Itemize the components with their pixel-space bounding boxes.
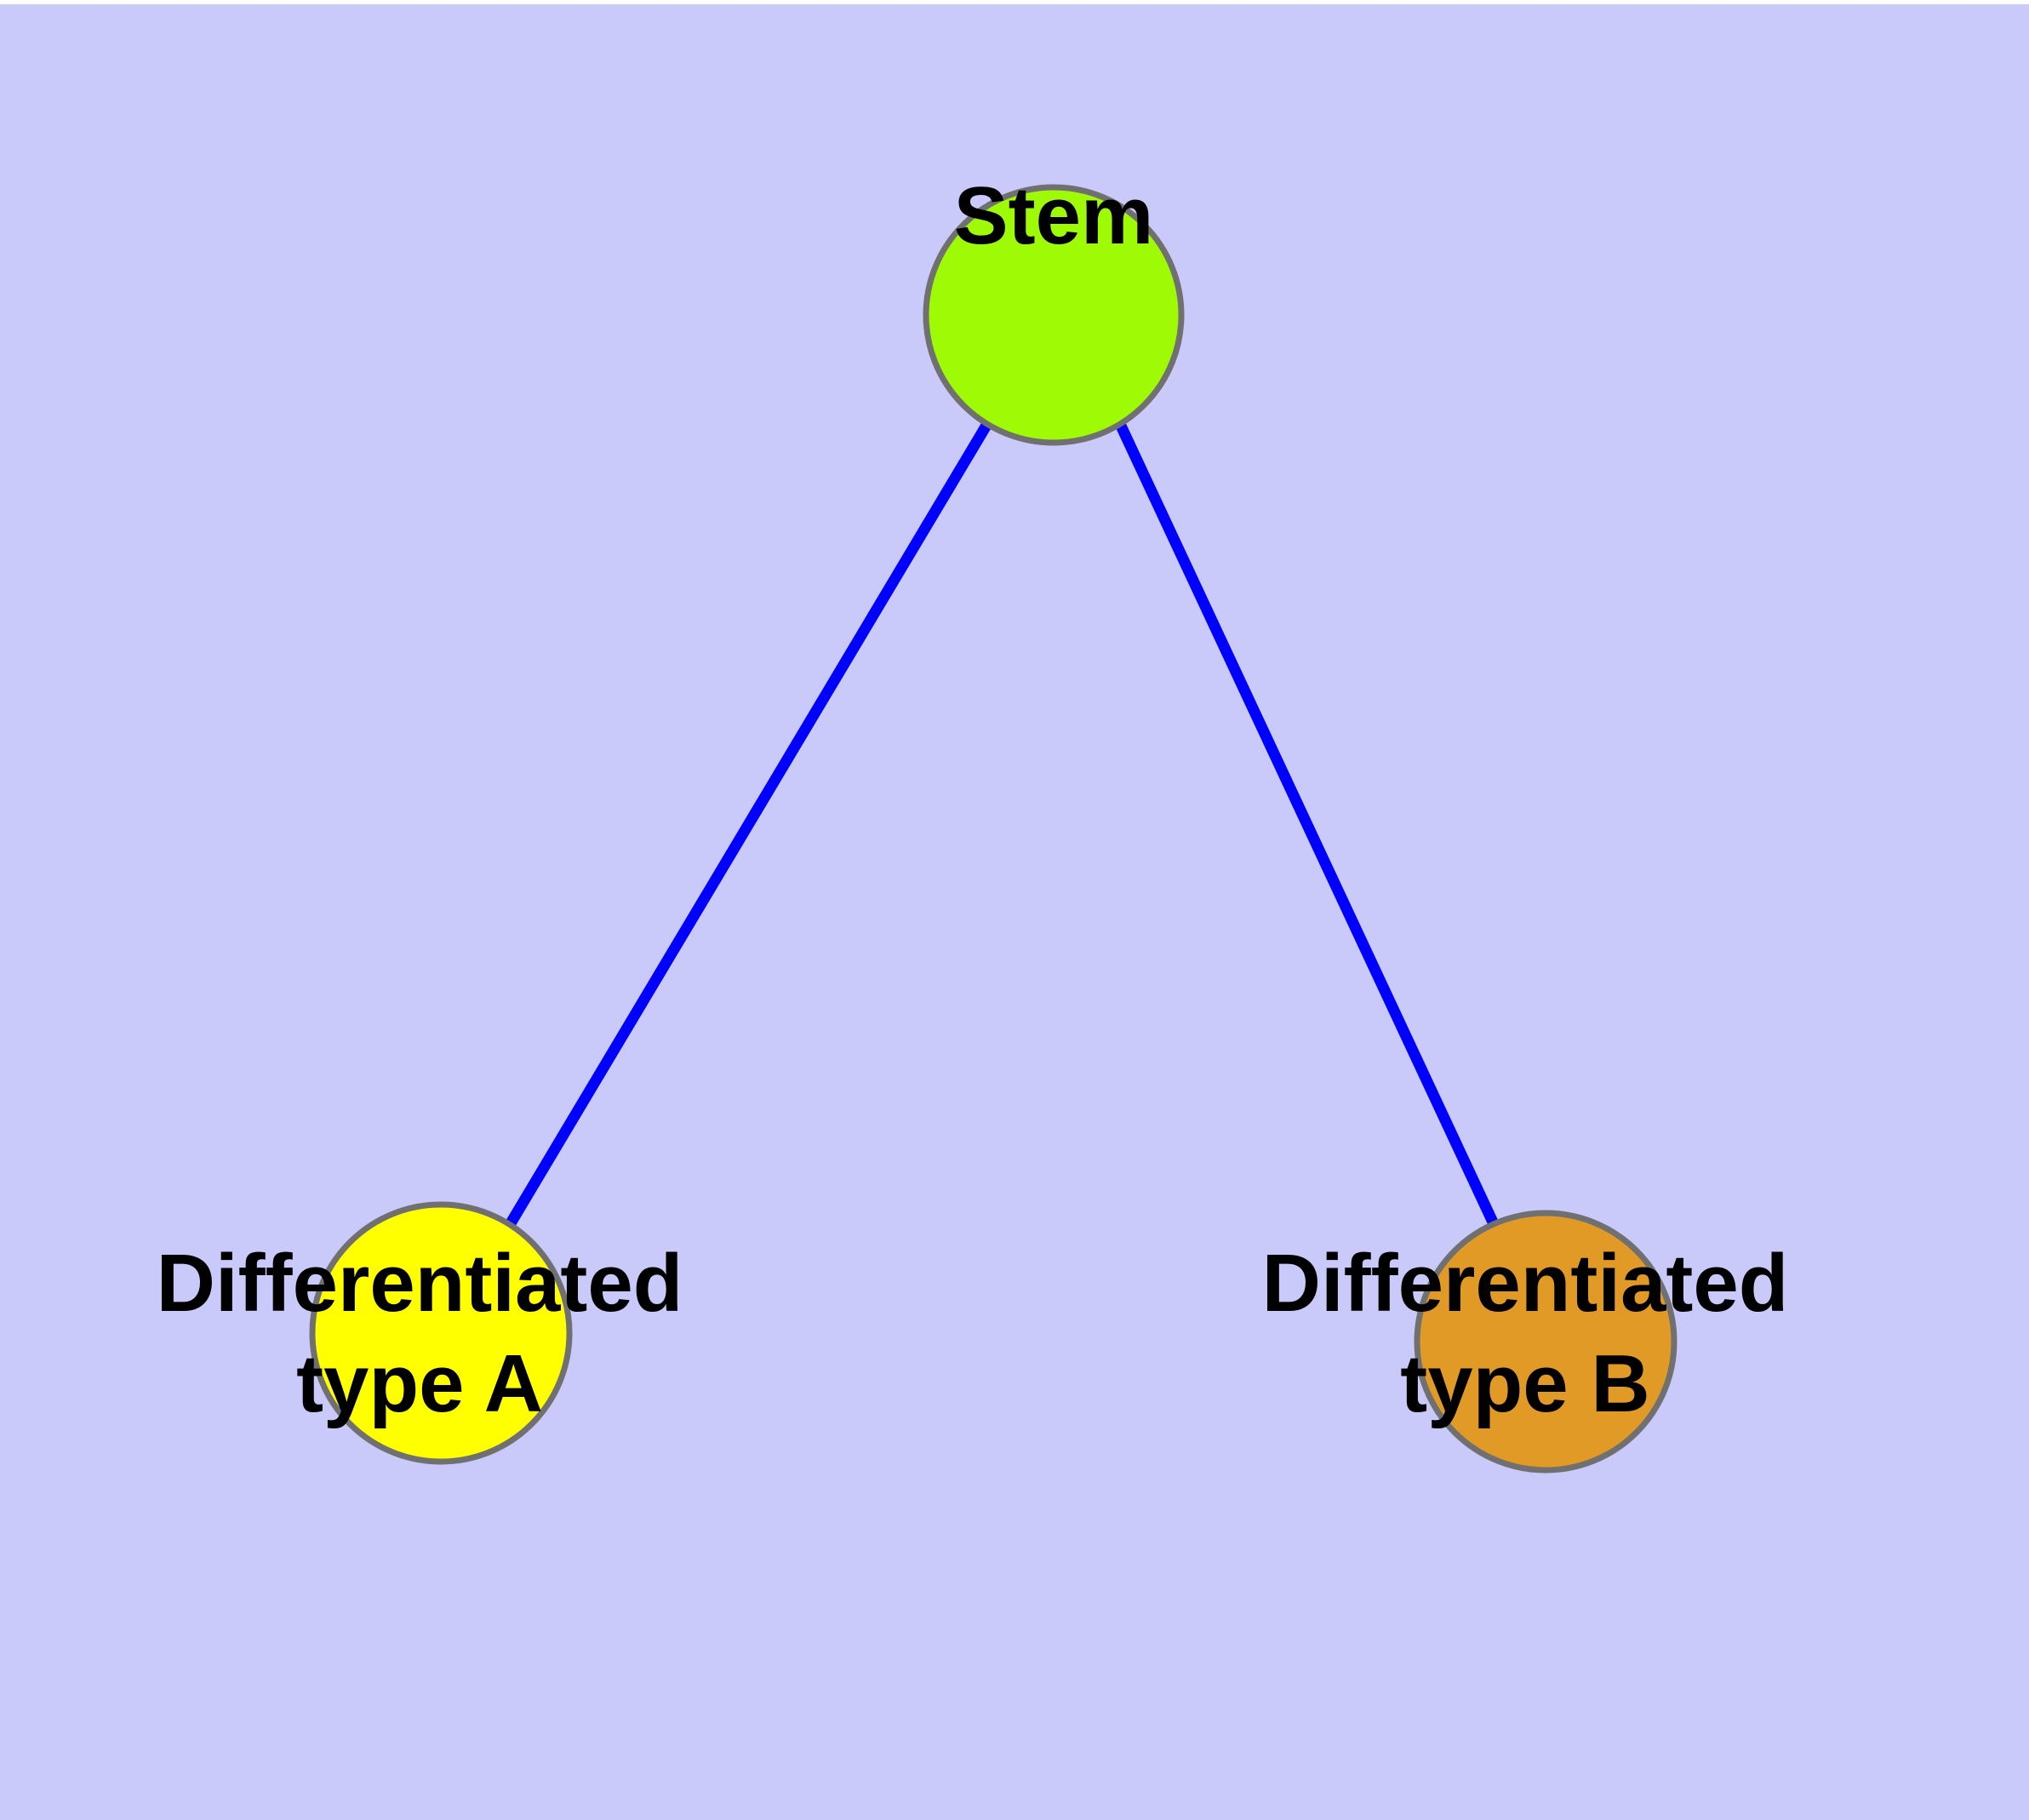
node-label-stem: Stem: [954, 170, 1154, 261]
node-label-line: Differentiated: [157, 1238, 683, 1329]
node-label-line: type A: [296, 1338, 543, 1429]
node-diff_a[interactable]: [309, 1201, 573, 1465]
node-layer: [309, 184, 1677, 1474]
edge-layer: [506, 421, 1500, 1230]
node-diff_b[interactable]: [1414, 1210, 1677, 1474]
node-stem[interactable]: [923, 184, 1185, 446]
node-label-line: type B: [1400, 1338, 1649, 1429]
edge-stem-to-diff_b[interactable]: [1115, 421, 1500, 1230]
edge-stem-to-diff_a[interactable]: [506, 421, 992, 1227]
node-label-line: Differentiated: [1262, 1238, 1789, 1329]
node-label-line: Stem: [954, 170, 1154, 261]
